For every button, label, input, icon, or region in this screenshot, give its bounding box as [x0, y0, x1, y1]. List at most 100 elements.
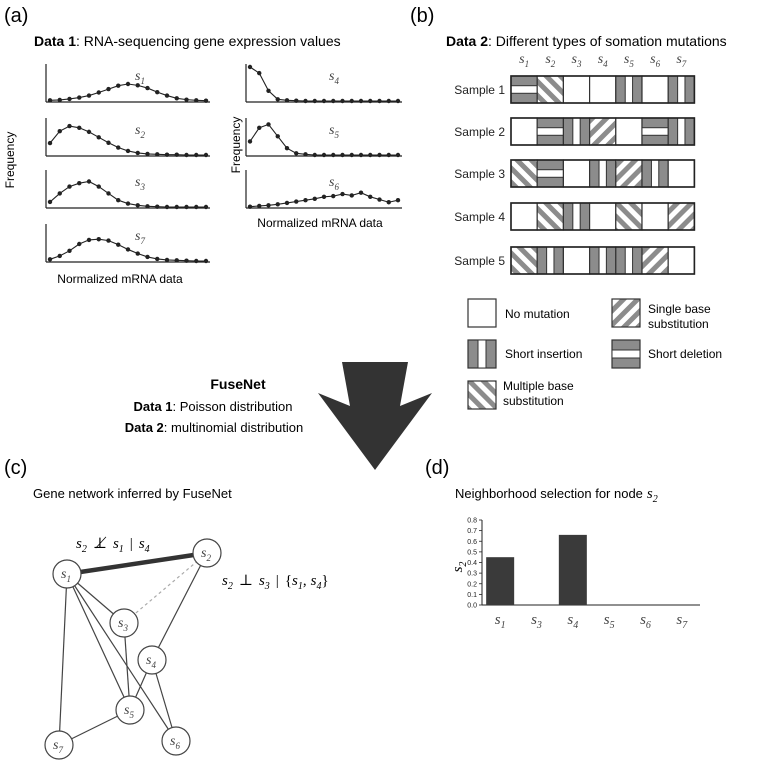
row-frame-sample-5 — [510, 246, 696, 275]
hist-point-5-7 — [312, 152, 317, 158]
mutation-cell-3-3 — [562, 159, 591, 188]
bar-s1 — [486, 557, 515, 605]
hist-point-5-11 — [349, 152, 354, 158]
hist-point-1-4 — [86, 93, 92, 98]
hist-point-4-8 — [321, 98, 327, 104]
hist-point-7-13 — [174, 258, 179, 263]
hist-point-6-0 — [247, 204, 253, 209]
hist-point-4-5 — [294, 98, 299, 103]
hist-point-3-5 — [96, 184, 101, 189]
column-header-s3: s3 — [572, 52, 582, 69]
hist-point-2-9 — [135, 150, 140, 156]
hist-point-5-4 — [284, 146, 290, 151]
hist-point-7-3 — [77, 241, 82, 247]
hist-point-6-10 — [340, 191, 345, 197]
mutation-cell-1-1 — [510, 75, 538, 104]
mutation-cell-4-5 — [615, 202, 643, 231]
hist-point-1-12 — [164, 93, 170, 98]
network-edge-s1-s7 — [58, 573, 68, 746]
hist-point-4-16 — [395, 98, 401, 104]
hist-point-7-1 — [57, 253, 62, 259]
hist-point-4-9 — [331, 98, 336, 104]
hist-point-7-6 — [106, 238, 111, 243]
hist-point-1-15 — [194, 98, 199, 103]
mutation-cell-5-1 — [510, 246, 538, 275]
legend-swatch-none — [467, 298, 497, 328]
xlabel-right: Normalized mRNA data — [257, 216, 383, 230]
hist-point-1-3 — [77, 95, 82, 100]
hist-curve-4 — [249, 66, 398, 102]
hist-point-3-8 — [125, 201, 131, 206]
bar-chart-xtick-s1: s1 — [495, 612, 506, 631]
column-header-s4: s4 — [598, 52, 608, 69]
hist-point-2-6 — [106, 140, 111, 145]
panel-d-label: (d) — [425, 457, 449, 479]
hist-title-6: s6 — [329, 175, 339, 192]
hist-point-7-5 — [96, 237, 101, 242]
hist-curve-1 — [49, 83, 207, 102]
hist-point-2-10 — [145, 151, 150, 157]
bar-chart-ytick-label-0.0: 0.0 — [467, 603, 477, 610]
column-header-s7: s7 — [676, 52, 686, 69]
xlabel-left: Normalized mRNA data — [57, 272, 183, 286]
hist-point-2-2 — [67, 123, 72, 129]
hist-point-3-13 — [174, 204, 179, 210]
bar-chart-xtick-s6: s6 — [640, 612, 651, 631]
network-edge-s2-s3 — [123, 552, 208, 624]
hist-point-7-16 — [203, 258, 209, 264]
hist-point-2-5 — [96, 135, 101, 140]
network-edge-s2-s4 — [151, 552, 208, 661]
network-edge-s1-s2 — [66, 550, 208, 577]
panel-a: (a) Data 1: RNA-sequencing gene expressi… — [3, 5, 402, 286]
legend-del: Short deletion — [648, 347, 722, 361]
mutation-cell-3-2 — [536, 159, 565, 188]
hist-point-5-9 — [331, 152, 336, 158]
hist-point-6-5 — [294, 199, 299, 204]
mutation-cell-1-7 — [667, 75, 696, 104]
hist-point-5-10 — [340, 152, 345, 158]
mutation-cell-1-4 — [588, 75, 617, 104]
panel-b-title-bold: Data 2 — [446, 33, 488, 49]
mutation-cell-4-7 — [667, 202, 696, 231]
hist-point-4-12 — [358, 98, 364, 104]
hist-point-6-11 — [349, 193, 354, 198]
network-node-label-s2: s2 — [201, 546, 211, 563]
hist-point-3-0 — [47, 199, 53, 205]
hist-point-2-14 — [184, 152, 189, 158]
hist-curve-5 — [249, 123, 398, 156]
fusenet-line2: Data 2: multinomial distribution — [125, 420, 303, 435]
hist-point-6-14 — [377, 197, 382, 202]
row-label-sample-3: Sample 3 — [454, 167, 505, 181]
network-node-label-s7: s7 — [53, 738, 63, 755]
hist-point-5-5 — [294, 151, 299, 156]
legend-swatch-del — [611, 339, 641, 369]
ylabel-left: Frequency — [3, 132, 17, 189]
hist-point-3-4 — [86, 179, 92, 184]
panel-b-title-rest: : Different types of somation mutations — [488, 33, 727, 49]
bar-chart-xtick-s4: s4 — [567, 612, 578, 631]
hist-point-1-7 — [116, 83, 121, 88]
hist-point-2-3 — [77, 125, 82, 130]
hist-title-7: s7 — [135, 229, 145, 246]
mutation-cell-1-3 — [562, 75, 591, 104]
hist-point-7-4 — [86, 237, 92, 243]
network-node-s5 — [115, 695, 145, 725]
network-node-label-s6: s6 — [170, 734, 180, 751]
network-node-s6 — [161, 726, 191, 756]
hist-point-3-14 — [184, 204, 189, 210]
annotation-cond-dep: s2⊥̸s1|s4 — [76, 536, 150, 555]
hist-point-1-10 — [145, 85, 150, 91]
panel-b-title: Data 2: Different types of somation muta… — [446, 33, 727, 49]
bar-s4 — [558, 534, 587, 605]
hist-point-6-2 — [266, 203, 271, 208]
hist-title-2: s2 — [135, 123, 145, 140]
mutation-cell-2-7 — [667, 117, 696, 146]
hist-point-3-2 — [67, 184, 72, 189]
mutation-cell-2-2 — [536, 117, 565, 146]
legend-swatch-ins — [467, 339, 497, 369]
row-label-sample-4: Sample 4 — [454, 210, 505, 224]
mutation-cell-4-1 — [510, 202, 538, 231]
hist-point-1-13 — [174, 96, 179, 101]
mutation-cell-5-3 — [562, 246, 591, 275]
